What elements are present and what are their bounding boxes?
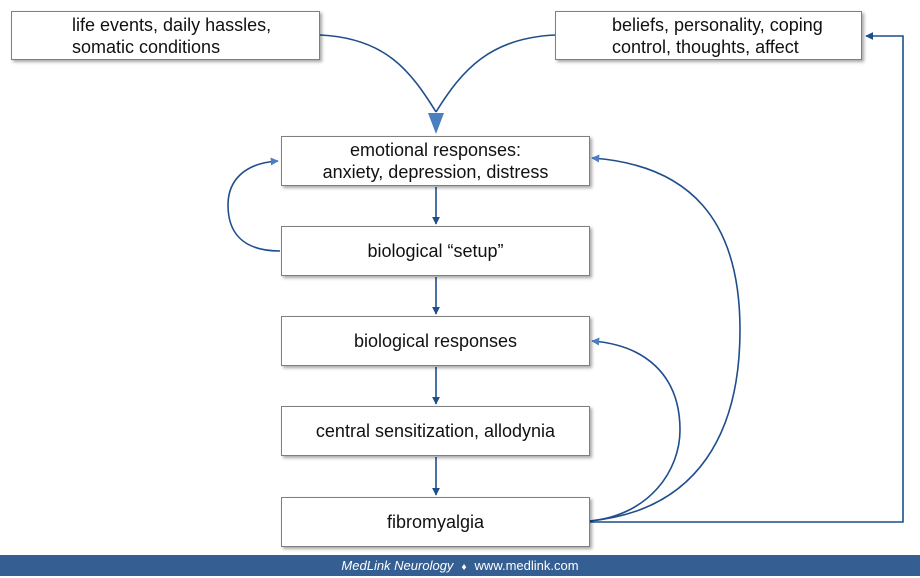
fibromyalgia-box: fibromyalgia (281, 497, 590, 547)
fibromyalgia-text: fibromyalgia (386, 512, 485, 532)
arrow-setup-loop-to-emotional (227, 157, 281, 252)
emotional-responses-box: emotional responses: anxiety, depression… (281, 136, 590, 186)
central-sensitization-box: central sensitization, allodynia (281, 406, 590, 456)
arrow-fibro-to-beliefs (590, 32, 904, 523)
arrow-beliefs-to-emotional (435, 34, 556, 113)
life-events-text: life events, daily hassles, somatic cond… (72, 14, 272, 57)
beliefs-text: beliefs, personality, coping control, th… (612, 14, 823, 57)
footer-brand: MedLink Neurology (341, 558, 454, 573)
emotional-responses-text: emotional responses: anxiety, depression… (322, 140, 549, 182)
biological-setup-text: biological “setup” (367, 241, 504, 261)
biological-responses-text: biological responses (353, 331, 518, 351)
footer-url[interactable]: www.medlink.com (474, 558, 579, 573)
footer-diamond-icon: ♦ (461, 562, 467, 573)
biological-setup-box: biological “setup” (281, 226, 590, 276)
converge-arrowhead (428, 113, 444, 134)
arrow-fibro-to-bioresp (589, 337, 681, 522)
biological-responses-box: biological responses (281, 316, 590, 366)
beliefs-box: beliefs, personality, coping control, th… (555, 11, 862, 60)
life-events-box: life events, daily hassles, somatic cond… (11, 11, 320, 60)
arrow-life-to-emotional (319, 34, 437, 113)
arrow-fibro-to-emotional (589, 154, 741, 522)
central-sensitization-text: central sensitization, allodynia (315, 421, 556, 441)
footer-bar: MedLink Neurology ♦ www.medlink.com (0, 555, 920, 576)
